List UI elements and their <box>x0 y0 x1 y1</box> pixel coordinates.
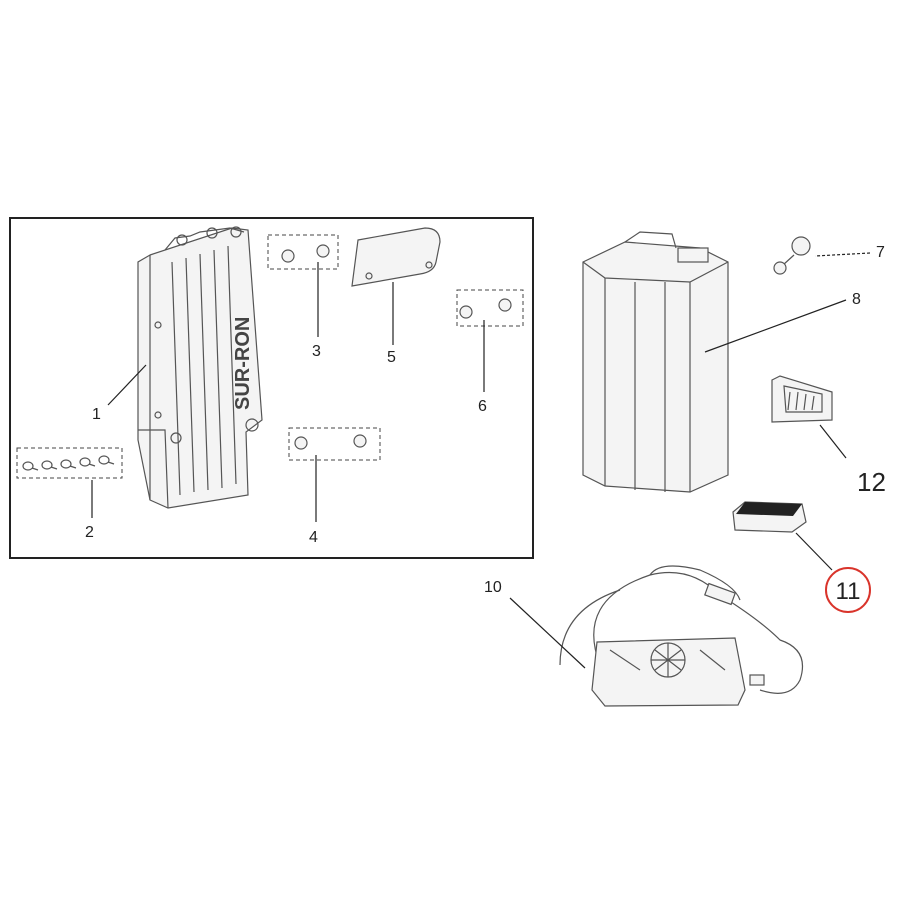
bracket-part-12[interactable] <box>771 375 833 423</box>
leader-lines <box>91 252 871 669</box>
callout-3: 3 <box>312 343 321 360</box>
charger-part-10[interactable] <box>559 565 804 707</box>
callout-2: 2 <box>85 524 94 541</box>
controller-housing-part-1[interactable]: SUR-RON <box>137 226 263 509</box>
bolts-part-4[interactable] <box>288 427 381 461</box>
highlight-circle <box>825 567 871 613</box>
pad-part-11[interactable] <box>732 501 807 533</box>
screws-part-2[interactable] <box>16 447 123 479</box>
cover-plate-part-5[interactable] <box>351 227 441 287</box>
group-frame <box>9 217 534 559</box>
bolts-part-3[interactable] <box>267 234 339 270</box>
callout-11: 11 <box>836 578 861 605</box>
callout-4: 4 <box>309 529 318 546</box>
plug-part-7[interactable] <box>773 236 811 275</box>
callout-7: 7 <box>876 244 885 261</box>
callout-10: 10 <box>484 579 502 596</box>
callout-6: 6 <box>478 398 487 415</box>
callout-5: 5 <box>387 349 396 366</box>
brand-logo-text: SUR-RON <box>232 317 254 410</box>
bolts-part-6[interactable] <box>456 289 524 327</box>
callout-1: 1 <box>92 406 101 423</box>
callout-8: 8 <box>852 291 861 308</box>
callout-12: 12 <box>857 467 886 497</box>
battery-pack-part-8[interactable] <box>582 231 729 493</box>
